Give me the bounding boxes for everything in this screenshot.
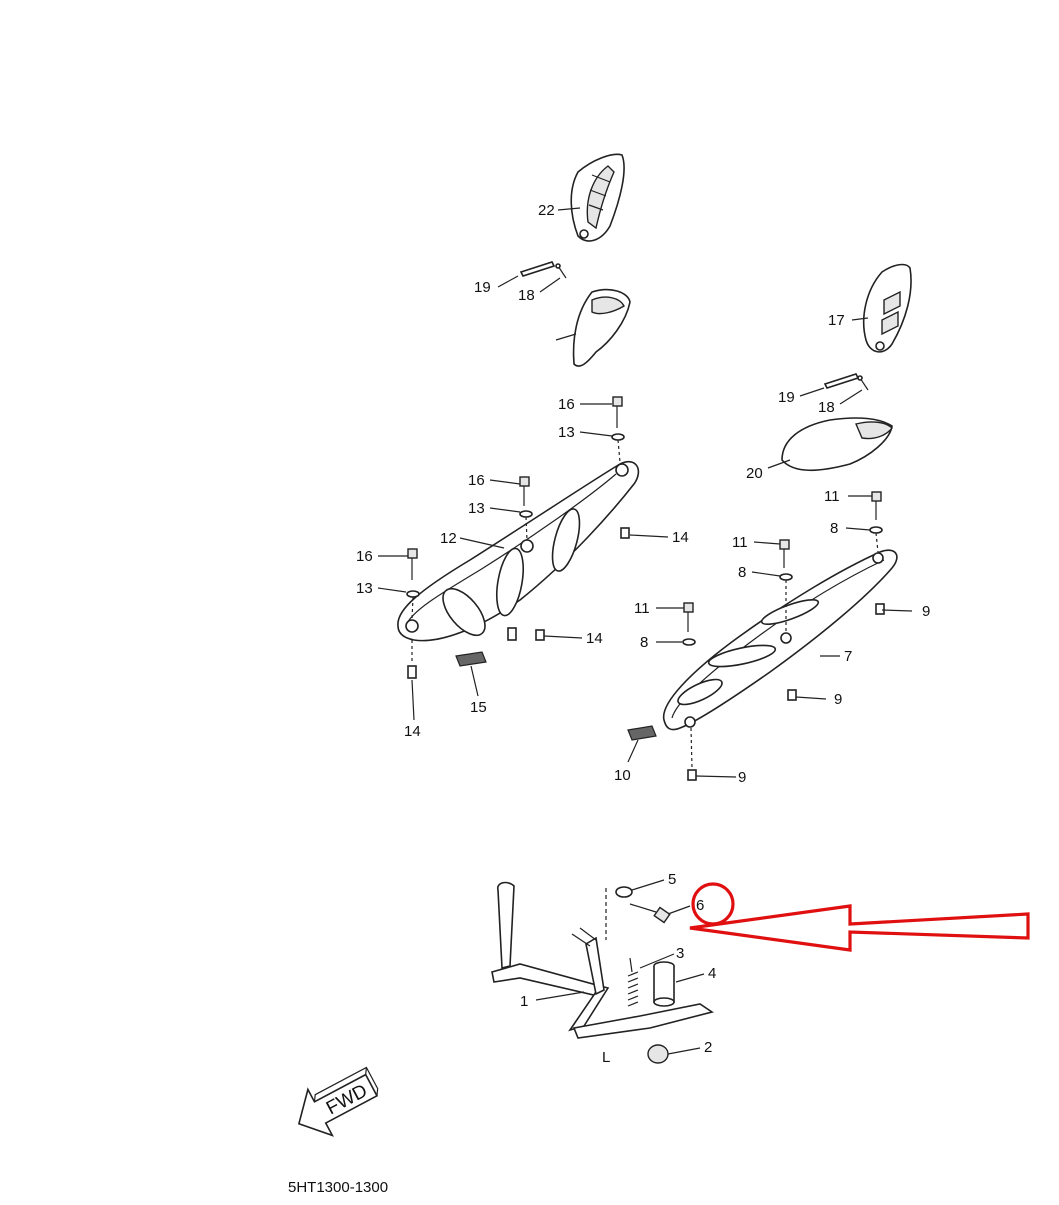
part-10-pad <box>627 725 657 741</box>
part-14-grommet-b <box>535 629 545 641</box>
part-22-cover <box>572 288 631 367</box>
side-mark-l: L <box>602 1049 610 1066</box>
part-3-spring <box>627 957 639 1007</box>
part-12-panel <box>397 460 640 642</box>
callout-6: 6 <box>696 897 704 914</box>
callout-7: 7 <box>844 648 852 665</box>
part-11-screw-a <box>871 491 882 520</box>
callout-17: 17 <box>828 312 845 329</box>
part-17-cover <box>862 263 912 353</box>
part-5-washer <box>615 886 633 898</box>
callout-14-b: 14 <box>586 630 603 647</box>
callout-labels: 22 19 18 16 13 16 13 12 16 13 14 14 15 1… <box>356 202 930 1066</box>
fwd-arrow: FWD <box>297 1066 379 1137</box>
part-9-grommet-c <box>687 769 697 781</box>
part-13-washer-c <box>406 590 420 598</box>
callout-5: 5 <box>668 871 676 888</box>
callout-1: 1 <box>520 993 528 1010</box>
callout-14-a: 14 <box>672 529 689 546</box>
callout-9-b: 9 <box>834 691 842 708</box>
part-2-stopper <box>647 1044 669 1064</box>
callout-16-a: 16 <box>558 396 575 413</box>
part-7-panel <box>662 549 898 731</box>
part-13-washer-a <box>611 433 625 441</box>
callout-15: 15 <box>470 699 487 716</box>
part-19-pin-lower <box>823 373 860 389</box>
part-20-cover <box>781 417 893 472</box>
callout-8-b: 8 <box>738 564 746 581</box>
callout-13-b: 13 <box>468 500 485 517</box>
part-11-screw-c <box>683 602 694 632</box>
callout-11-c: 11 <box>634 600 650 617</box>
callout-9-c: 9 <box>738 769 746 786</box>
callout-11-a: 11 <box>824 488 840 505</box>
part-21-cover <box>570 153 625 242</box>
callout-18-lower: 18 <box>818 399 835 416</box>
part-16-screw-c <box>407 548 418 580</box>
part-9-grommet-b <box>787 689 797 701</box>
callout-10: 10 <box>614 767 631 784</box>
part-14-grommet-a <box>620 527 630 539</box>
part-11-screw-b <box>779 539 790 568</box>
drawing-code: 5HT1300-1300 <box>288 1179 388 1196</box>
part-13-washer-b <box>519 510 533 518</box>
part-14-grommet-c <box>407 665 417 679</box>
part-15-pad <box>455 651 487 667</box>
callout-16-b: 16 <box>468 472 485 489</box>
part-18-clip-upper <box>555 263 567 279</box>
part-19-pin-upper <box>519 261 556 277</box>
callout-12: 12 <box>440 530 457 547</box>
callout-3: 3 <box>676 945 684 962</box>
part-6-bolt <box>629 903 671 924</box>
part-9-grommet-a <box>875 603 885 615</box>
callout-8-a: 8 <box>830 520 838 537</box>
part-4-cover-tube <box>653 961 675 1007</box>
callout-13-a: 13 <box>558 424 575 441</box>
part-8-washer-b <box>779 573 793 581</box>
callout-8-c: 8 <box>640 634 648 651</box>
part-16-screw-a <box>612 396 623 428</box>
part-16-screw-b <box>519 476 530 506</box>
highlight-callout-6 <box>689 882 1030 952</box>
callout-18-upper: 18 <box>518 287 535 304</box>
callout-14-c: 14 <box>404 723 421 740</box>
part-8-washer-a <box>869 526 883 534</box>
callout-19-lower: 19 <box>778 389 795 406</box>
callout-11-b: 11 <box>732 534 748 551</box>
part-8-washer-c <box>682 638 696 646</box>
part-1-main-stand <box>491 881 714 1039</box>
callout-2: 2 <box>704 1039 712 1056</box>
callout-13-c: 13 <box>356 580 373 597</box>
callout-4: 4 <box>708 965 716 982</box>
callout-19-upper: 19 <box>474 279 491 296</box>
leader-lines <box>377 207 913 1055</box>
callout-20: 20 <box>746 465 763 482</box>
callout-16-c: 16 <box>356 548 373 565</box>
callout-9-a: 9 <box>922 603 930 620</box>
part-18-clip-lower <box>857 375 869 391</box>
callout-21: 22 <box>538 202 555 219</box>
